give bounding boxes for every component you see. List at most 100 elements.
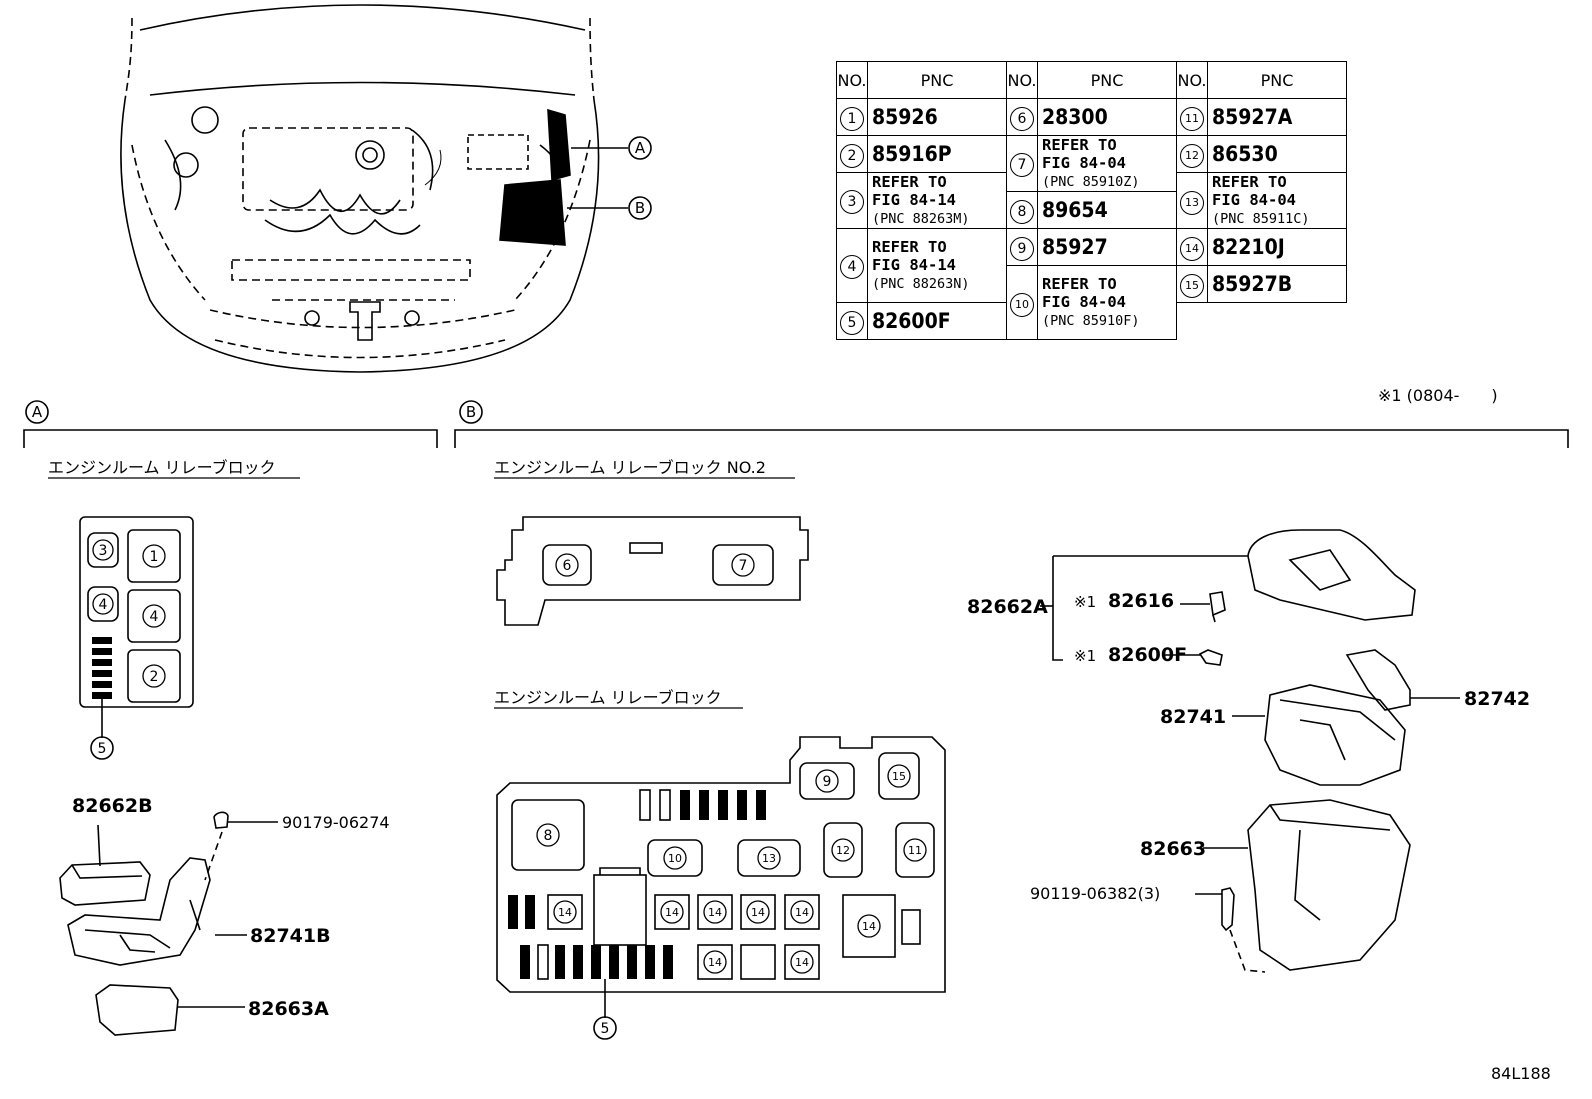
pnc-value: 85927B (1207, 265, 1347, 303)
row-number: 10 (1010, 292, 1034, 317)
row-number: 15 (1180, 274, 1204, 298)
pnc-value: 85927A (1207, 98, 1347, 136)
part-82663a-label: 82663A (248, 998, 329, 1020)
svg-text:5: 5 (601, 1021, 610, 1037)
svg-text:6: 6 (563, 558, 572, 574)
pnc-reference: REFER TO FIG 84-04 (PNC 85910F) (1037, 265, 1177, 340)
header-no-1: NO. (836, 61, 868, 99)
header-pnc-3: PNC (1207, 61, 1347, 99)
row-number: 14 (1180, 237, 1204, 261)
header-no-2: NO. (1006, 61, 1038, 99)
svg-text:14: 14 (795, 956, 809, 969)
svg-text:5: 5 (98, 741, 107, 757)
ref-line2: FIG 84-04 (1042, 154, 1126, 172)
part-82741-label: 82741 (1160, 706, 1226, 728)
relay-block-a-face (79, 516, 194, 760)
part-82662b-label: 82662B (72, 795, 153, 817)
svg-text:12: 12 (836, 844, 850, 857)
svg-text:4: 4 (150, 609, 159, 625)
note-mark-1: ※1 (1074, 593, 1096, 611)
svg-text:15: 15 (892, 770, 906, 783)
row-number: 8 (1010, 199, 1034, 224)
section-b-title-no2: エンジンルーム リレーブロック NO.2 (494, 458, 766, 477)
ref-line2: FIG 84-04 (1042, 293, 1126, 311)
pnc-value: 82210J (1207, 228, 1347, 266)
row-number: 3 (840, 190, 864, 214)
footnote: ※1 (0804- ) (1378, 386, 1498, 405)
ref-line2: FIG 84-04 (1212, 191, 1296, 209)
svg-text:14: 14 (862, 920, 876, 933)
table-row: 1 85926 6 28300 11 85927A (836, 98, 1347, 136)
row-number: 12 (1180, 144, 1204, 168)
table-header-row: NO. PNC NO. PNC NO. PNC (836, 61, 1347, 99)
pnc-reference: REFER TO FIG 84-14 (PNC 88263M) (867, 172, 1007, 229)
ref-line2: FIG 84-14 (872, 191, 956, 209)
relay-block-no2-face (496, 516, 809, 626)
note-mark-2: ※1 (1074, 647, 1096, 665)
table-row: 4 REFER TO FIG 84-14 (PNC 88263N) 9 8592… (836, 228, 1347, 303)
svg-text:14: 14 (795, 906, 809, 919)
ref-line2: FIG 84-14 (872, 256, 956, 274)
part-82662a-label: 82662A (967, 596, 1048, 618)
row-number: 2 (840, 143, 864, 168)
svg-text:4: 4 (99, 597, 108, 613)
pnc-table: NO. PNC NO. PNC NO. PNC 1 85926 6 28300 … (836, 61, 1347, 340)
pnc-reference: REFER TO FIG 84-04 (PNC 85910Z) (1037, 135, 1177, 192)
row-number: 5 (840, 310, 864, 335)
ref-line1: REFER TO (1212, 173, 1287, 191)
ref-line1: REFER TO (1042, 275, 1117, 293)
engine-bay-illustration (120, 4, 652, 373)
row-number: 13 (1180, 190, 1204, 215)
empty-cell (1208, 303, 1347, 340)
pnc-value: 86530 (1207, 135, 1347, 173)
row-number: 1 (840, 106, 864, 131)
part-90119-label: 90119-06382(3) (1030, 884, 1160, 903)
row-number: 11 (1180, 107, 1204, 131)
part-82600f-label: 82600F (1108, 644, 1187, 666)
table-row: 2 85916P 7 REFER TO FIG 84-04 (PNC 85910… (836, 135, 1347, 192)
svg-text:14: 14 (558, 906, 572, 919)
part-82616-label: 82616 (1108, 590, 1174, 612)
part-82742-label: 82742 (1464, 688, 1530, 710)
header-pnc-1: PNC (867, 61, 1007, 99)
svg-text:7: 7 (739, 558, 748, 574)
svg-text:14: 14 (665, 906, 679, 919)
svg-text:13: 13 (762, 852, 776, 865)
empty-cell (1177, 303, 1208, 340)
svg-text:14: 14 (708, 906, 722, 919)
svg-text:8: 8 (544, 828, 553, 844)
part-90179-label: 90179-06274 (282, 813, 390, 832)
relay-block-main-face (496, 736, 946, 1040)
row-number: 7 (1010, 153, 1034, 177)
pnc-value: 89654 (1037, 191, 1177, 229)
relay-block-b-exploded (1040, 529, 1460, 973)
ref-line3: (PNC 85911C) (1212, 211, 1310, 227)
svg-text:2: 2 (150, 669, 159, 685)
row-number: 4 (840, 255, 864, 279)
callout-a-label: A (635, 139, 646, 157)
relay-block-a-exploded (59, 811, 278, 1036)
pnc-value: 85926 (867, 98, 1007, 136)
table-row: 10 REFER TO FIG 84-04 (PNC 85910F) 15 85… (837, 265, 1347, 340)
ref-line1: REFER TO (872, 238, 947, 256)
pnc-value: 85916P (867, 135, 1007, 173)
section-b-marker: B (466, 403, 476, 421)
callout-b-label: B (635, 199, 645, 217)
part-82663-label: 82663 (1140, 838, 1206, 860)
ref-line1: REFER TO (872, 173, 947, 191)
table-row: 8 89654 (837, 191, 1347, 229)
pnc-value: 82600F (867, 302, 1007, 340)
ref-line3: (PNC 88263M) (872, 211, 970, 227)
header-no-3: NO. (1176, 61, 1208, 99)
svg-text:11: 11 (908, 844, 922, 857)
table-row: 5 82600F (836, 302, 1347, 340)
svg-text:14: 14 (751, 906, 765, 919)
ref-line3: (PNC 88263N) (872, 276, 970, 292)
pnc-value: 28300 (1037, 98, 1177, 136)
row-number: 9 (1010, 236, 1034, 261)
header-pnc-2: PNC (1037, 61, 1177, 99)
figure-id: 84L188 (1491, 1064, 1551, 1083)
ref-line1: REFER TO (1042, 136, 1117, 154)
label-circle-3a: 3 (99, 543, 108, 559)
table-row: 3 REFER TO FIG 84-14 (PNC 88263M) 13 REF… (836, 172, 1347, 229)
